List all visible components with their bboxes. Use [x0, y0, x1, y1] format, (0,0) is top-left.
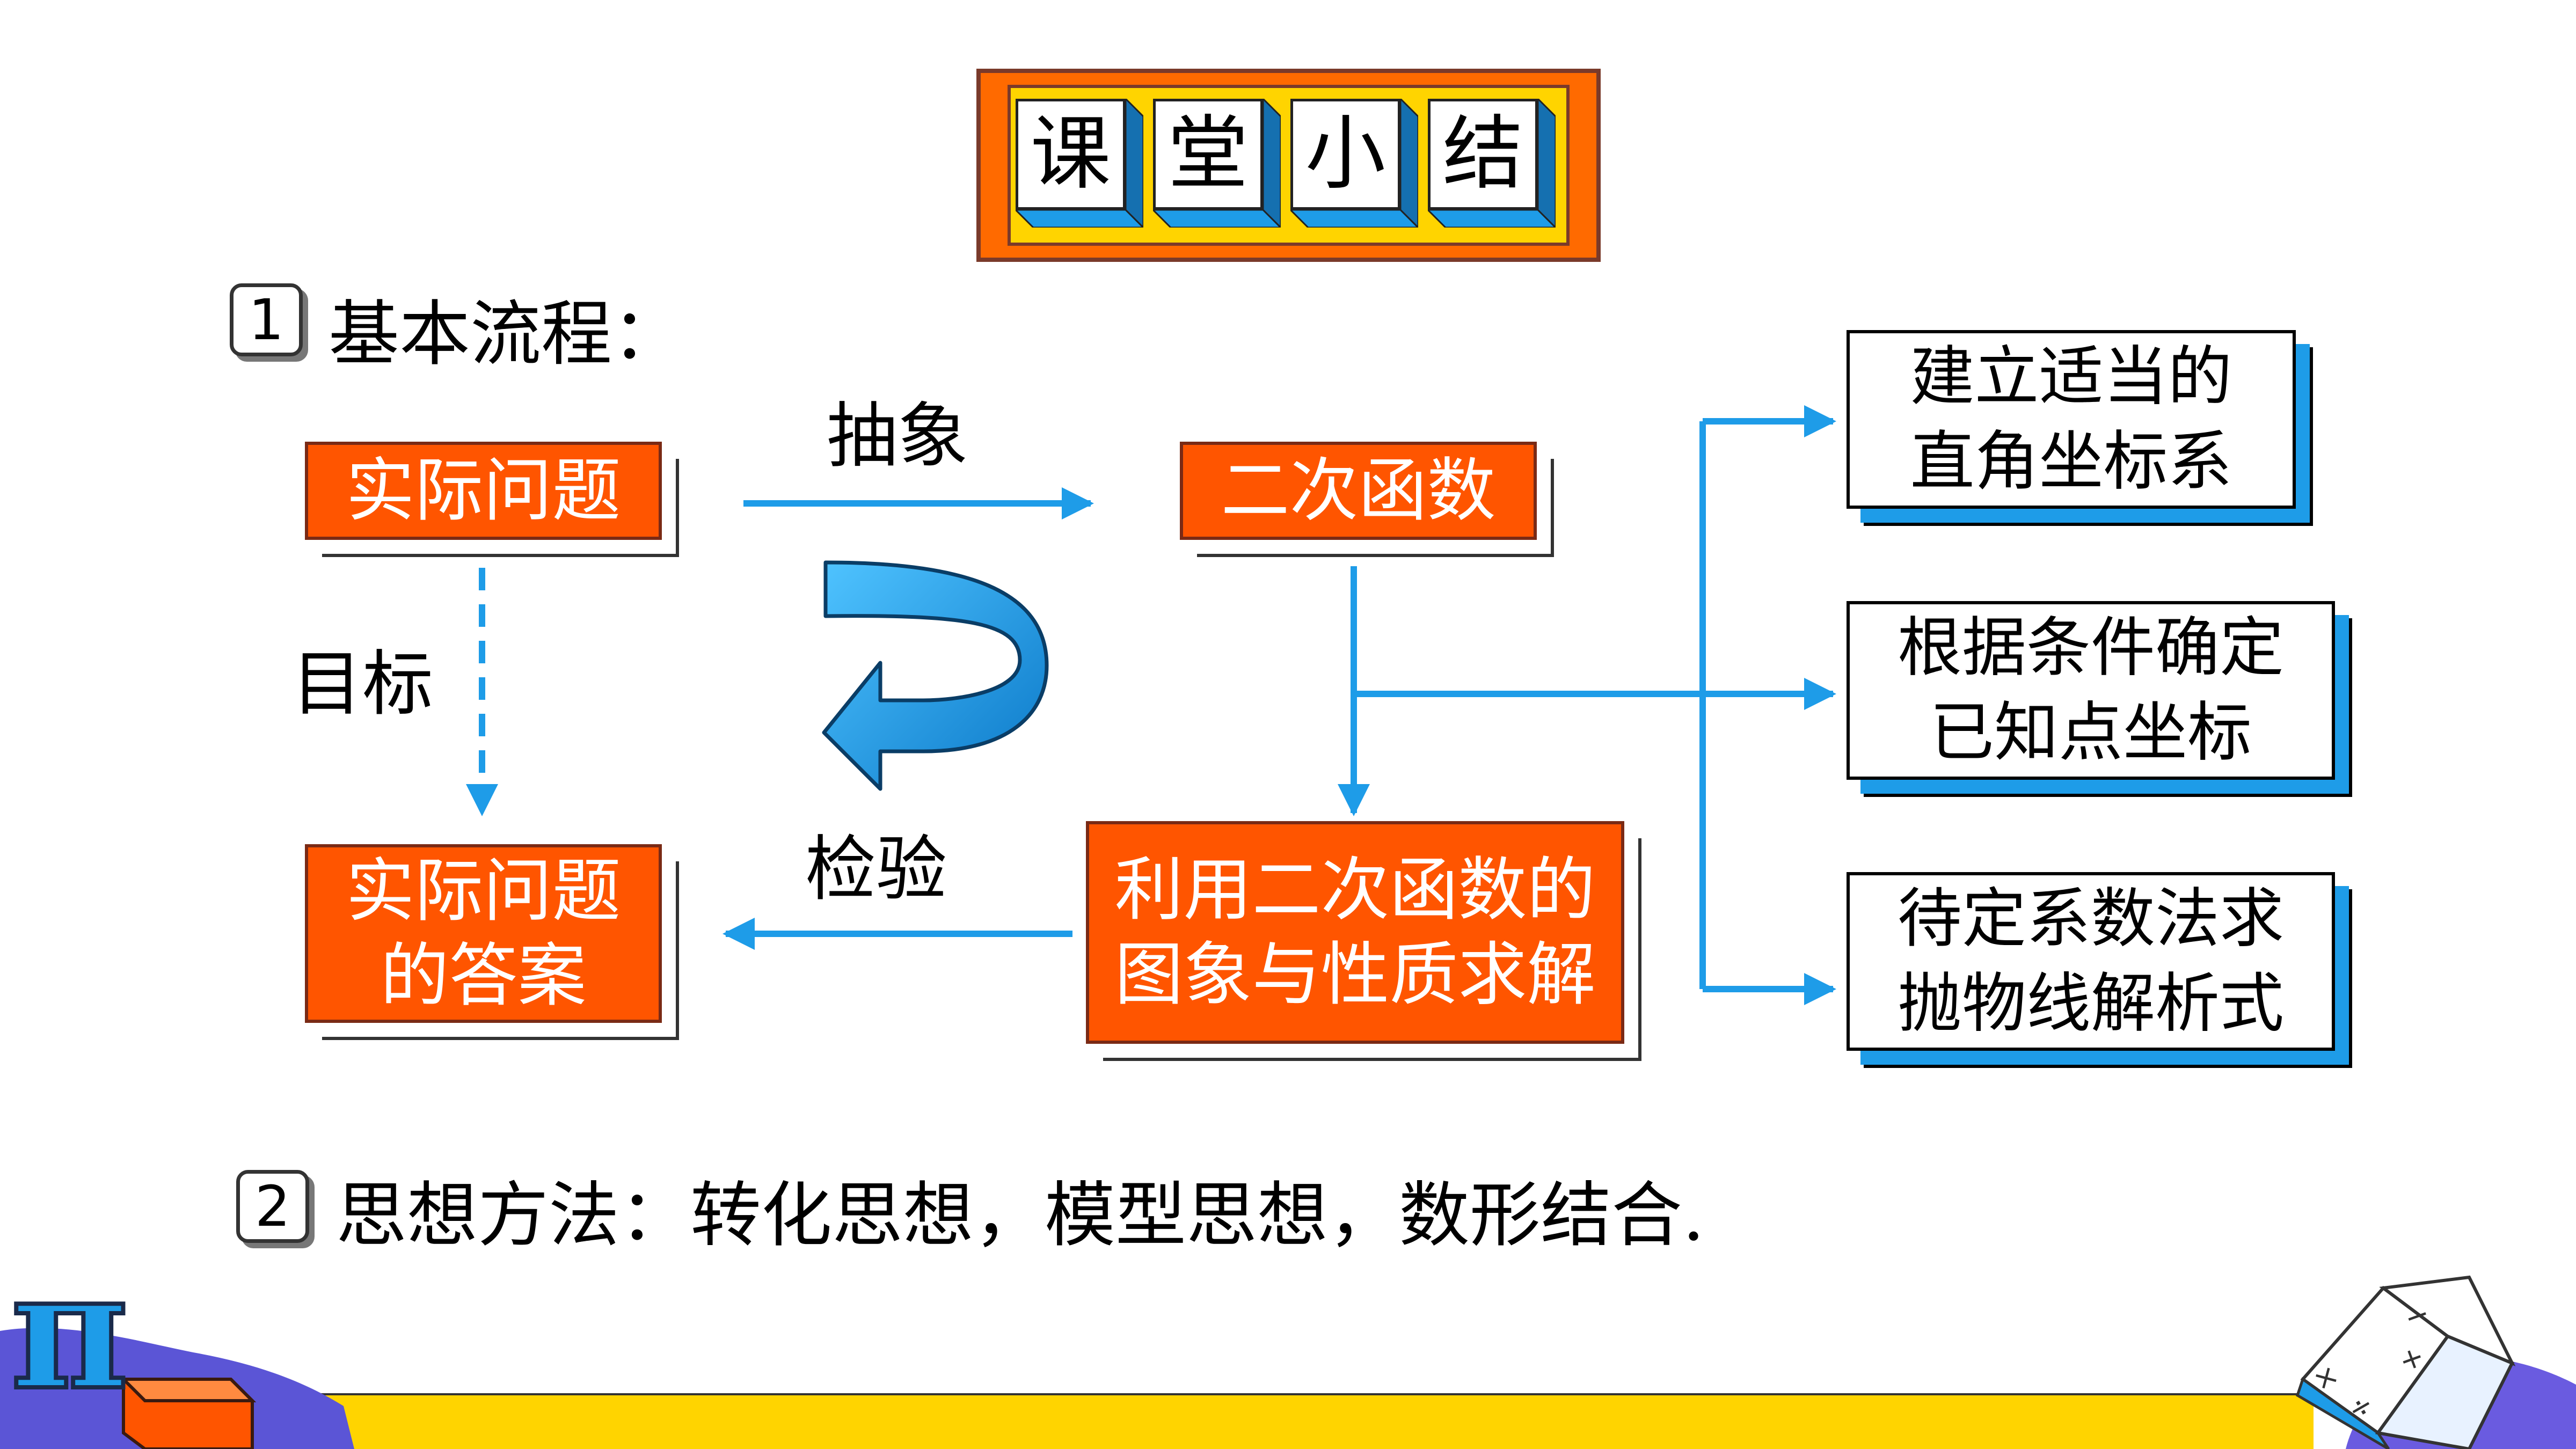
label-abstract: 抽象 [827, 395, 968, 478]
section-2-text: 思想方法：转化思想，模型思想，数形结合. [336, 1174, 1705, 1257]
curved-cycle-arrow [822, 560, 1049, 791]
section-2-number-badge: 2 [236, 1170, 309, 1243]
bottom-decoration [0, 1275, 2576, 1449]
title-char: 课 [1016, 99, 1126, 210]
label-check: 检验 [805, 828, 947, 911]
title-tile-3d-shade [1290, 99, 1418, 228]
title-tile-3d-shade [1428, 99, 1556, 228]
title-tile-3d-shade [1153, 99, 1281, 228]
title-char: 结 [1428, 99, 1538, 210]
box-real-problem-text: 实际问题 [346, 450, 621, 531]
title-tile-4: 结 [1428, 99, 1556, 228]
orange-block [119, 1378, 257, 1449]
box-quadratic-function: 二次函数 [1180, 442, 1537, 540]
box-solve-with-graph: 利用二次函数的 图象与性质求解 [1086, 821, 1624, 1044]
section-1-heading: 基本流程： [329, 293, 683, 376]
label-goal: 目标 [291, 643, 433, 726]
step-3-line-1: 待定系数法求 [1898, 881, 2284, 956]
section-1-number-badge: 1 [230, 283, 303, 356]
step-box-coordinate-system: 建立适当的 直角坐标系 [1847, 330, 2296, 509]
step-box-parabola-expression: 待定系数法求 抛物线解析式 [1847, 872, 2335, 1051]
title-tile-2: 堂 [1153, 99, 1281, 228]
title-char: 堂 [1153, 99, 1263, 210]
pi-icon: π [9, 1236, 131, 1425]
step-2-line-2: 已知点坐标 [1930, 695, 2252, 770]
step-2-line-1: 根据条件确定 [1898, 610, 2284, 685]
box-solve-line-1: 利用二次函数的 [1114, 850, 1596, 930]
box-quadratic-function-text: 二次函数 [1221, 450, 1496, 531]
step-1-line-2: 直角坐标系 [1910, 424, 2232, 499]
box-real-answer-line-2: 的答案 [380, 935, 587, 1016]
box-solve-line-2: 图象与性质求解 [1114, 934, 1596, 1015]
box-real-answer-line-1: 实际问题 [346, 851, 621, 931]
step-3-line-2: 抛物线解析式 [1898, 966, 2284, 1041]
title-tile-3: 小 [1290, 99, 1418, 228]
title-tile-1: 课 [1016, 99, 1143, 228]
title-tile-3d-shade [1016, 99, 1143, 228]
box-real-problem: 实际问题 [305, 442, 662, 540]
title-char: 小 [1290, 99, 1400, 210]
book-icon [2295, 1275, 2516, 1449]
box-real-answer: 实际问题 的答案 [305, 844, 662, 1023]
bottom-yellow-strip [301, 1394, 2314, 1449]
step-1-line-1: 建立适当的 [1910, 339, 2232, 414]
step-box-known-points: 根据条件确定 已知点坐标 [1847, 601, 2335, 780]
